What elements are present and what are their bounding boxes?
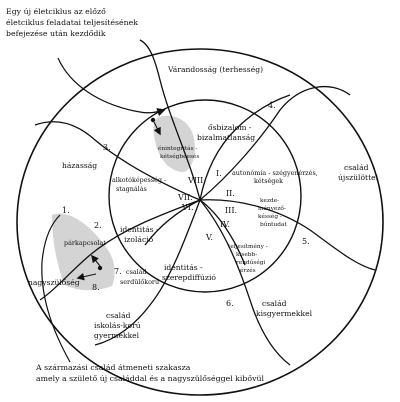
grandparent-arrow bbox=[76, 272, 97, 281]
marriage-label: házasság bbox=[62, 161, 97, 170]
roman-IV: IV. bbox=[220, 220, 230, 229]
family-stage-2: 2. bbox=[94, 221, 102, 230]
new-cycle-arrow bbox=[57, 57, 166, 117]
roman-II: II. bbox=[226, 189, 235, 198]
pregnancy-label: Várandosság (terhesség) bbox=[167, 65, 263, 74]
trust-label: ősbizalom - bizalmatlanság bbox=[197, 123, 255, 142]
family-stage-4: 4. bbox=[268, 101, 276, 110]
outer-circle bbox=[16, 48, 384, 396]
roman-VI: VI. bbox=[181, 203, 193, 212]
identity-isolation-label: identitás - izoláció bbox=[120, 225, 161, 244]
family-stage-3: 3. bbox=[103, 143, 111, 152]
school-family-label: család iskolás-korú gyermekkel bbox=[94, 311, 143, 340]
initiative-label: kezde- ményező- késség - bűntudat bbox=[258, 198, 288, 228]
roman-III: III. bbox=[225, 206, 237, 215]
top-left-note: Egy új életciklus az előző életciklus fe… bbox=[6, 7, 140, 38]
inner-circle bbox=[108, 99, 302, 293]
spiral-lines bbox=[34, 39, 376, 366]
industry-label: teljesítmény - kisebb- rendűségi érzés bbox=[228, 243, 270, 274]
roman-I: I. bbox=[216, 169, 222, 178]
family-origin-arrow bbox=[41, 214, 71, 363]
roman-VIII: VIII. bbox=[187, 176, 206, 185]
integrity-highlight bbox=[153, 115, 195, 172]
family-stage-8: 8. bbox=[92, 283, 100, 292]
grandparenthood-highlight bbox=[52, 213, 115, 291]
node-dot-top bbox=[150, 117, 156, 123]
identity-diffusion-label: identitás - szerepdiffúzió bbox=[162, 263, 216, 282]
generativity-label: alkotóképesség - stagnálás bbox=[112, 176, 168, 193]
grandparenthood-label: nagyszülőség bbox=[28, 278, 80, 287]
autonomy-label: autonómia - szégyenérzés, kétségek bbox=[232, 169, 320, 185]
family-stage-6: 6. bbox=[226, 299, 234, 308]
newborn-family-label: család újszülöttel bbox=[338, 163, 379, 182]
family-stage-7: 7. bbox=[114, 267, 122, 276]
integrity-label: énintegritás - kétségbeesés bbox=[158, 145, 199, 160]
couple-arrow bbox=[91, 254, 101, 267]
roman-VII: VII. bbox=[177, 193, 193, 202]
toddler-family-label: család kisgyermekkel bbox=[256, 299, 313, 318]
integrity-arrow bbox=[153, 121, 161, 136]
adolescent-family-label: család serdülőkorú bbox=[120, 268, 159, 286]
bottom-note: A származási család átmeneti szakasza am… bbox=[35, 363, 265, 383]
roman-V: V. bbox=[205, 233, 213, 242]
family-stage-5: 5. bbox=[302, 237, 310, 246]
family-stage-1: 1. bbox=[62, 206, 70, 215]
couple-label: párkapcsolat bbox=[64, 239, 106, 247]
node-dot-bottom bbox=[97, 265, 103, 271]
